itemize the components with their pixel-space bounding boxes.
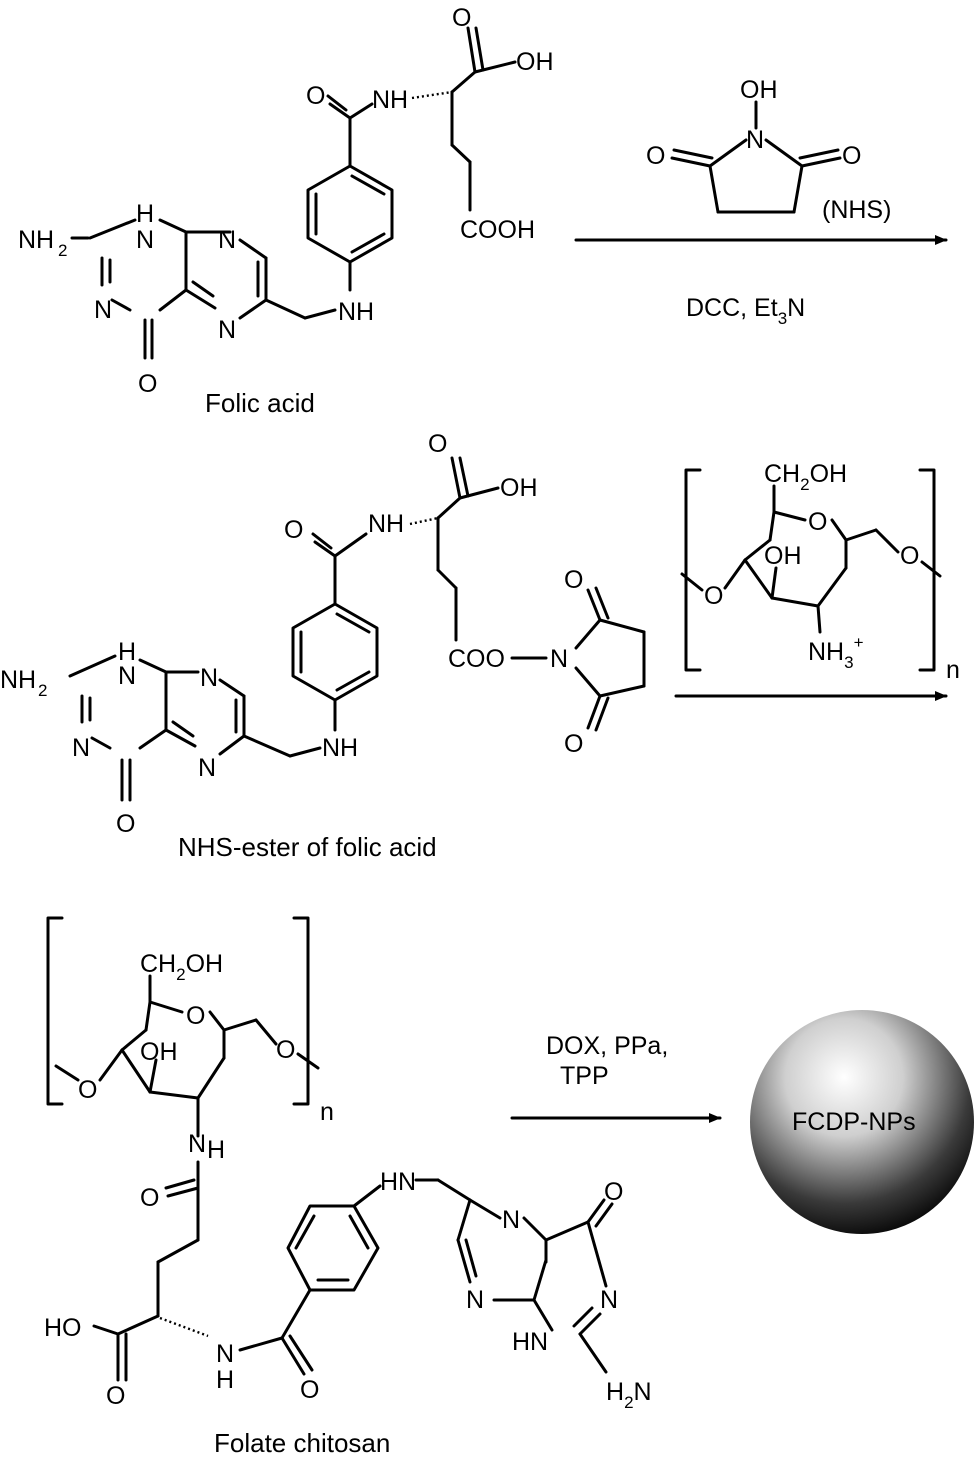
conditions-label: DCC, Et3N [686, 294, 805, 328]
fc-atom-o-acid: O [106, 1382, 125, 1410]
chitosan-atom-ring-o: O [808, 508, 827, 536]
chitosan-atom-oh: OH [764, 542, 802, 570]
fc-atom-h2n: H2N [606, 1378, 652, 1412]
atom-nh2: NH [18, 226, 54, 254]
nhs-atom-n: N [746, 126, 764, 154]
ester-atom-o-succ-top: O [564, 566, 583, 594]
fc-atom-hn-amine: HN [380, 1168, 416, 1196]
fc-atom-n8: N [466, 1286, 484, 1314]
atom-cooh: COOH [460, 216, 535, 244]
fc-atom-ring-o: O [186, 1002, 205, 1030]
fc-atom-nh-amide2-h: H [216, 1366, 234, 1394]
ester-atom-nh-amine: NH [322, 734, 358, 762]
ester-atom-n5: N [198, 754, 216, 782]
folic-acid-structure: NH 2 H N N N O N NH O NH O OH COOH [18, 4, 554, 398]
step3-reagents-line2: TPP [560, 1062, 609, 1090]
fc-atom-n5: N [502, 1206, 520, 1234]
fc-atom-n3: N [600, 1286, 618, 1314]
folate-chitosan-caption: Folate chitosan [214, 1428, 390, 1458]
ester-atom-n-succ: N [550, 645, 568, 673]
nhs-ester-structure: NH 2 H N N N O N NH O NH O OH COO N O O [0, 430, 646, 838]
ester-atom-n1h-n: N [118, 662, 136, 690]
atom-n5: N [218, 316, 236, 344]
folate-chitosan-repeat-n: n [320, 1098, 334, 1126]
atom-n1h-n: N [136, 226, 154, 254]
ester-atom-n3: N [72, 734, 90, 762]
chitosan-atom-nh3: NH3+ [808, 633, 864, 672]
ester-atom-n8: N [200, 664, 218, 692]
ester-atom-nh2: NH [0, 666, 36, 694]
fc-atom-o-amide2: O [300, 1376, 319, 1404]
chitosan-atom-o-left: O [704, 582, 723, 610]
chitosan-atom-o-right: O [900, 542, 919, 570]
fc-atom-ch2oh: CH2OH [140, 950, 223, 984]
reagent-nhs-label: (NHS) [822, 196, 891, 224]
fc-atom-o-right: O [276, 1036, 295, 1064]
fc-atom-nh-amide2-n: N [216, 1340, 234, 1368]
ester-atom-o-amide: O [284, 516, 303, 544]
folic-acid-caption: Folic acid [205, 388, 315, 418]
nhs-ester-caption: NHS-ester of folic acid [178, 832, 437, 862]
fc-atom-ho-acid: HO [44, 1314, 82, 1342]
atom-oh-acid: OH [516, 48, 554, 76]
atom-o4: O [138, 370, 157, 398]
chitosan-atom-ch2oh: CH2OH [764, 460, 847, 494]
step3-reagents-line1: DOX, PPa, [546, 1032, 668, 1060]
nanoparticle-label: FCDP-NPs [792, 1108, 916, 1136]
ester-atom-oh-acid: OH [500, 474, 538, 502]
ester-atom-o-succ-bot: O [564, 730, 583, 758]
ester-atom-nh-amide: NH [368, 510, 404, 538]
ester-atom-coo: COO [448, 645, 505, 673]
chitosan-repeat-n: n [946, 656, 960, 684]
atom-nh2-sub: 2 [58, 241, 67, 260]
folate-chitosan-structure: CH2OH O OH O O N H O HO O N H O HN N O N… [44, 916, 652, 1412]
fc-atom-oh: OH [140, 1038, 178, 1066]
fc-atom-hn1: HN [512, 1328, 548, 1356]
atom-o-amide: O [306, 82, 325, 110]
ester-atom-o4: O [116, 810, 135, 838]
nhs-atom-oh: OH [740, 76, 778, 104]
atom-nh-amide: NH [372, 86, 408, 114]
ester-atom-nh2-sub: 2 [38, 681, 47, 700]
ester-atom-o-acid: O [428, 430, 447, 458]
nhs-atom-o-right: O [842, 142, 861, 170]
fc-atom-o-amide1: O [140, 1184, 159, 1212]
atom-nh-amine: NH [338, 298, 374, 326]
fc-atom-o-left: O [78, 1076, 97, 1104]
atom-n3: N [94, 296, 112, 324]
chitosan-reagent-structure: CH2OH O OH O O NH3+ [680, 460, 942, 672]
fc-atom-o4: O [604, 1178, 623, 1206]
fc-atom-nh-link-n: N [188, 1130, 206, 1158]
atom-n1h-h: H [136, 200, 154, 228]
nanoparticle-sphere [750, 1010, 974, 1234]
atom-o-acid: O [452, 4, 471, 32]
nhs-atom-o-left: O [646, 142, 665, 170]
nhs-reagent-structure: OH N O O [646, 76, 861, 214]
fc-atom-nh-link-h: H [207, 1136, 225, 1164]
ester-atom-n1h-h: H [118, 638, 136, 666]
atom-n8: N [218, 226, 236, 254]
